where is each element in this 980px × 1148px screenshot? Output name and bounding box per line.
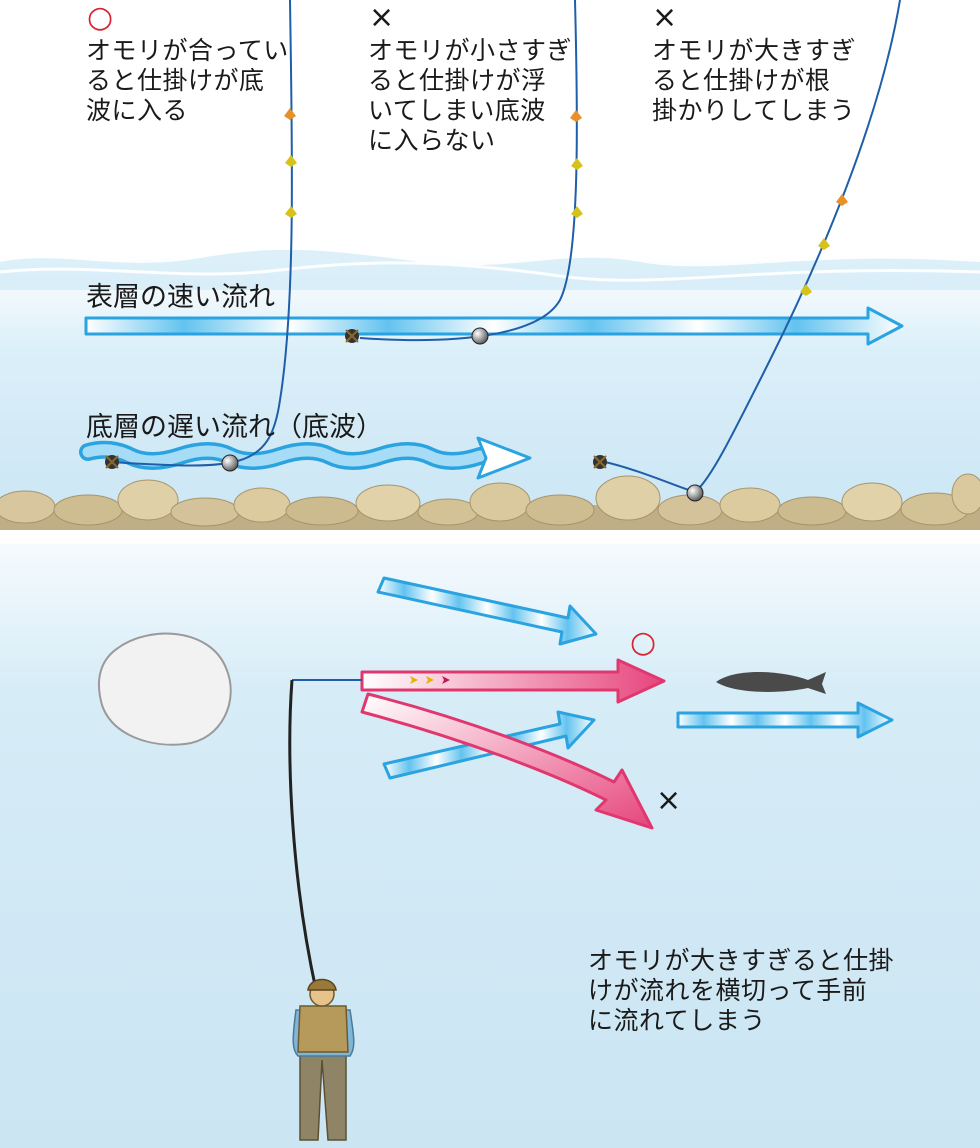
river-water-plan [0, 540, 980, 1148]
surface-ripple [0, 261, 980, 282]
bottom-flow-label: 底層の遅い流れ（底波） [86, 412, 383, 443]
angler-icon [292, 978, 355, 1141]
surface-flow-label: 表層の速い流れ [86, 282, 275, 313]
fly-icon [284, 108, 848, 296]
surface-flow-arrow [84, 306, 904, 346]
hook-icon [105, 329, 607, 469]
water-surface [0, 249, 980, 290]
mark-too-light: × [369, 0, 395, 35]
line-too-light [359, 0, 578, 342]
note-plan: オモリが大きすぎると仕掛 けが流れを横切って手前 に流れてしまう [588, 946, 895, 1035]
bottom-flow-arrow [79, 436, 532, 480]
note-too-light: オモリが小さすぎ ると仕掛けが浮 いてしまい底波 に入らない [368, 36, 573, 155]
river-water-side [0, 255, 980, 525]
fishing-rod [288, 679, 318, 991]
fly-icon [410, 676, 450, 684]
fish-icon [716, 672, 826, 694]
mark-too-heavy: × [652, 0, 678, 35]
drift-arrow-wrong [360, 692, 654, 830]
current-arrow-upper [376, 576, 598, 646]
note-correct-weight: オモリが合ってい ると仕掛けが底 波に入る [86, 36, 289, 125]
sinker-icon [686, 484, 704, 502]
mark-plan-correct: ○ [630, 625, 657, 660]
mark-plan-wrong: × [656, 783, 682, 818]
sinker-icon [221, 454, 239, 472]
line-correct [109, 0, 293, 467]
drift-arrow-correct [360, 658, 666, 704]
current-arrow-downstream [676, 701, 894, 739]
riverbed-stones [0, 473, 980, 530]
boulder-icon [98, 632, 232, 746]
sinker-icon [471, 327, 489, 345]
fishing-lines [109, 0, 901, 494]
line-too-heavy [604, 0, 901, 494]
mark-correct: ○ [87, 0, 114, 35]
note-too-heavy: オモリが大きすぎ ると仕掛けが根 掛かりしてしまう [652, 36, 857, 125]
